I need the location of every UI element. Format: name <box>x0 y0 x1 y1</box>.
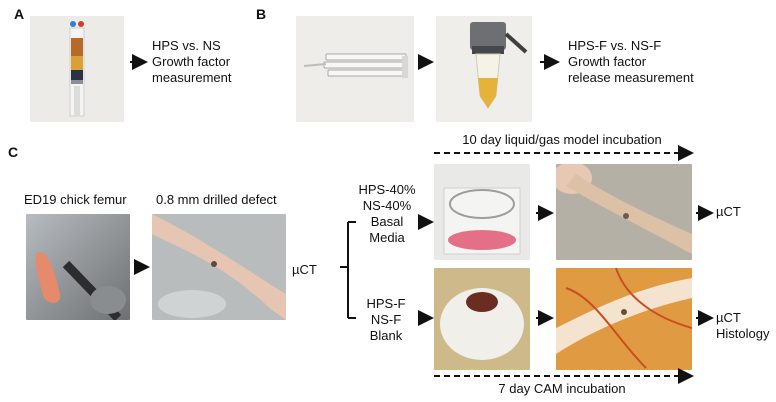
panel-a-line-3: measurement <box>152 70 232 85</box>
syringes-photo <box>296 16 414 122</box>
liquid-gas-title: 10 day liquid/gas model incubation <box>462 132 662 147</box>
drilled-defect-photo <box>152 214 286 320</box>
outcome-uct-bottom: µCT <box>716 310 741 325</box>
panel-a-line-2: Growth factor <box>152 54 231 69</box>
panel-b-line-1: HPS-F vs. NS-F <box>568 38 662 53</box>
uct-center-label: µCT <box>292 262 317 277</box>
group-bracket <box>340 221 356 319</box>
outcome-histology: Histology <box>716 326 770 341</box>
well-plate-photo <box>434 164 530 260</box>
liquid-gas-groups: HPS-40% NS-40% Basal Media <box>352 182 422 246</box>
cam-outcome: µCT Histology <box>716 310 769 342</box>
panel-b-line-2: Growth factor <box>568 54 647 69</box>
panel-label-a: A <box>14 6 25 22</box>
group-basal: Basal <box>370 214 404 229</box>
panel-b-line-3: release measurement <box>568 70 694 85</box>
group-ns-40: NS-40% <box>362 198 412 213</box>
group-hps-f: HPS-F <box>366 296 406 311</box>
cam-femur-photo <box>556 268 692 370</box>
chick-femur-photo <box>26 214 130 320</box>
group-ns-f: NS-F <box>370 312 402 327</box>
cam-title: 7 day CAM incubation <box>498 381 626 396</box>
outcome-uct-top: µCT <box>716 204 741 219</box>
liquid-gas-femur-photo <box>556 164 692 260</box>
panel-label-b: B <box>256 6 267 22</box>
release-tube-photo <box>436 16 532 122</box>
defect-label: 0.8 mm drilled defect <box>156 192 277 207</box>
syringe-tube-photo <box>30 16 124 122</box>
group-media: Media <box>369 230 405 245</box>
liquid-gas-outcome: µCT <box>716 204 741 220</box>
panel-b-description: HPS-F vs. NS-F Growth factor release mea… <box>568 38 694 86</box>
femur-label: ED19 chick femur <box>24 192 127 207</box>
cam-egg-photo <box>434 268 530 370</box>
panel-label-c: C <box>8 144 19 160</box>
panel-a-line-1: HPS vs. NS <box>152 38 221 53</box>
group-hps-40: HPS-40% <box>358 182 416 197</box>
cam-groups: HPS-F NS-F Blank <box>356 296 416 344</box>
group-blank: Blank <box>369 328 403 343</box>
panel-a-description: HPS vs. NS Growth factor measurement <box>152 38 231 86</box>
